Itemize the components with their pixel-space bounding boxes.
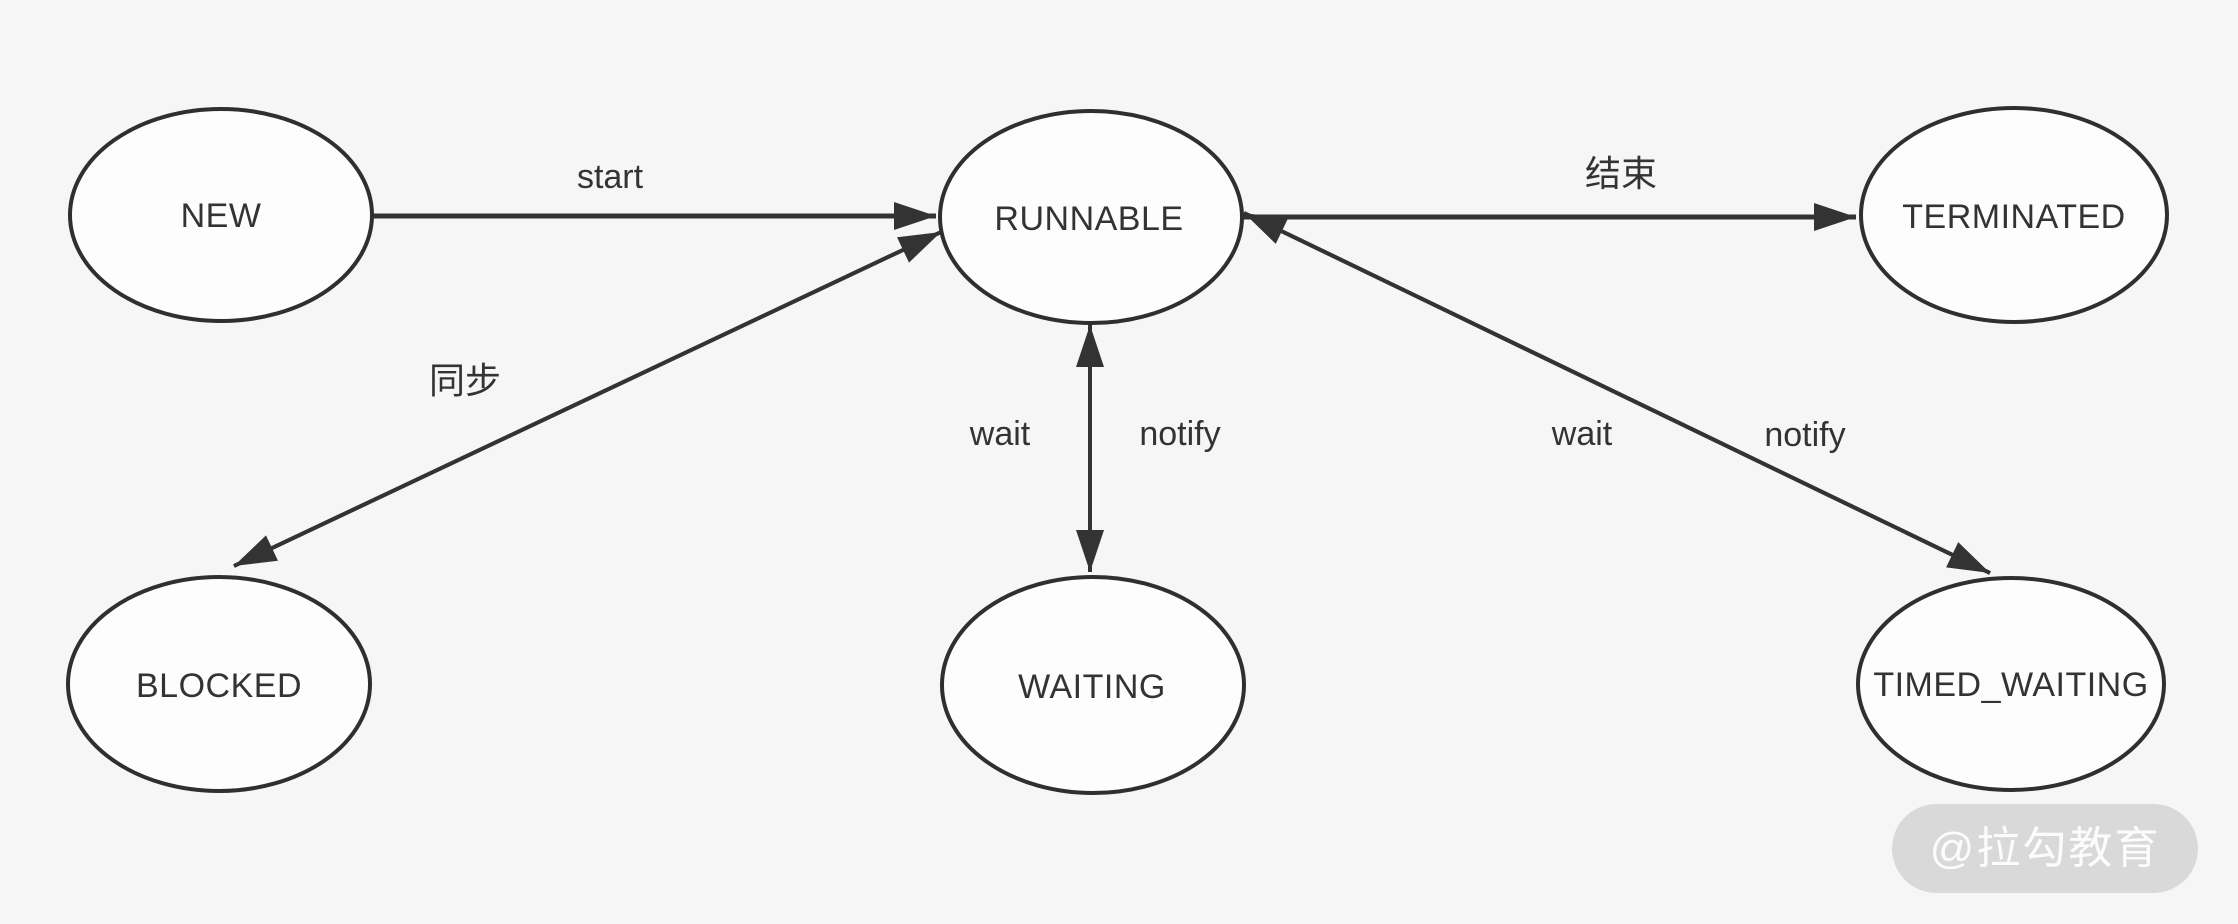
node-label-new: NEW — [180, 197, 262, 235]
edge-label-wait-right: wait — [1551, 415, 1613, 453]
node-blocked-ellipse — [66, 575, 372, 793]
node-label-timed-waiting: TIMED_WAITING — [1873, 666, 2149, 704]
watermark-text: @拉勾教育 — [1929, 823, 2161, 873]
edge-label-wait-left: wait — [969, 415, 1031, 453]
node-label-blocked: BLOCKED — [136, 667, 302, 705]
node-waiting-ellipse — [940, 575, 1246, 795]
node-label-runnable: RUNNABLE — [994, 200, 1184, 238]
node-new-ellipse — [68, 107, 374, 323]
edge-label-notify-left: notify — [1139, 415, 1221, 453]
watermark-badge: @拉勾教育 — [1892, 804, 2198, 893]
edge-label-start: start — [576, 158, 644, 196]
edge-label-notify-right: notify — [1764, 416, 1846, 454]
node-runnable-ellipse — [938, 109, 1244, 325]
edge-label-sync: 同步 — [428, 360, 502, 401]
node-terminated-ellipse — [1859, 106, 2169, 324]
edge-blocked-runnable-line — [233, 230, 942, 568]
node-label-terminated: TERMINATED — [1902, 198, 2126, 236]
edge-timedwaiting-runnable-line — [1243, 211, 1991, 575]
node-timed-waiting-ellipse — [1856, 576, 2166, 792]
node-label-waiting: WAITING — [1018, 668, 1166, 706]
edge-label-end: 结束 — [1584, 153, 1658, 194]
